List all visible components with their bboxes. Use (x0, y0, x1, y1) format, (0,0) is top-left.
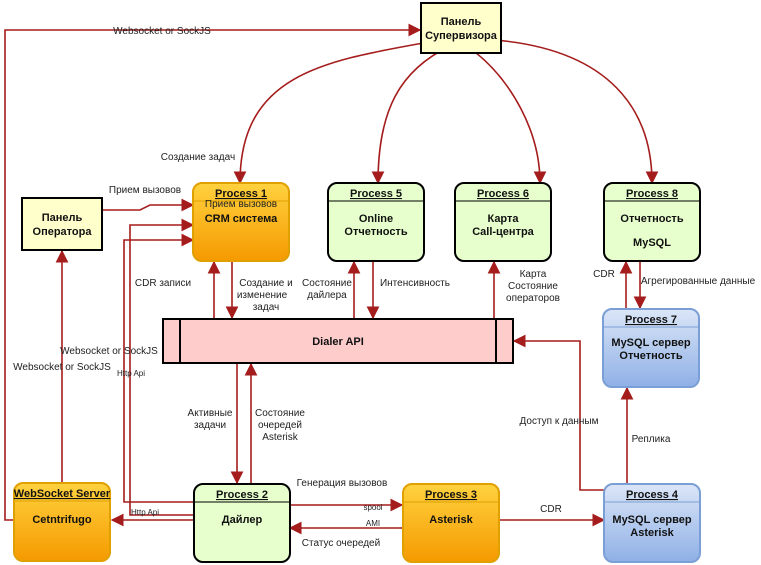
edge-operator-p1 (102, 198, 195, 212)
process-8-line1: Отчетность (620, 213, 683, 225)
label-map-2: Состояние (508, 281, 558, 292)
process-6-title: Process 6 (477, 188, 529, 200)
process-4-line1: MySQL сервер (612, 514, 691, 526)
process-1-crm[interactable]: Process 1 Прием вызовов CRM система (192, 182, 290, 262)
label-dialer-state-1: Состояние (302, 278, 352, 289)
process-2-title: Process 2 (216, 489, 268, 501)
process-8-mysql-reports[interactable]: Process 8 Отчетность MySQL (603, 182, 701, 262)
label-dialer-state-2: дайлера (307, 290, 347, 301)
label-create-change-3: задач (253, 302, 280, 313)
label-create-task: Создание задач (161, 152, 235, 163)
edge-supervisor-p1 (233, 35, 442, 185)
label-data-access: Доступ к данным (520, 416, 599, 427)
label-active-2: задачи (194, 420, 226, 431)
process-1-title: Process 1 (215, 188, 267, 200)
process-4-title: Process 4 (626, 489, 679, 501)
process-1-line1: Прием вызовов (205, 199, 277, 210)
process-6-line2: Call-центра (472, 226, 534, 238)
supervisor-panel[interactable]: Панель Супервизора (420, 2, 502, 54)
label-ws-sock-2: Websocket or SockJS (13, 362, 111, 373)
edge-p2-p1-httpapi (129, 218, 195, 516)
process-4-mysql-asterisk[interactable]: Process 4 MySQL сервер Asterisk (603, 483, 701, 563)
process-1-line2: CRM система (205, 213, 278, 225)
operator-line2: Оператора (33, 226, 93, 238)
process-3-title: Process 3 (425, 489, 477, 501)
dialer-api[interactable]: Dialer API (162, 318, 514, 364)
label-gen-calls: Генерация вызовов (297, 478, 388, 489)
process-8-title: Process 8 (626, 188, 678, 200)
label-queue-status: Статус очередей (302, 538, 380, 549)
process-7-line1: MySQL сервер (611, 337, 690, 349)
process-5-title: Process 5 (350, 188, 402, 200)
edge-p4-dialer (512, 334, 605, 491)
label-aggregated: Агрегированные данные (641, 276, 756, 287)
websocket-server[interactable]: WebSocket Server Cetntrifugo (13, 482, 111, 562)
process-5-line2: Отчетность (344, 226, 407, 238)
websocket-server-title: WebSocket Server (14, 488, 111, 500)
label-http-api-horizontal: Http Api (131, 508, 159, 517)
supervisor-line1: Панель (441, 16, 482, 28)
process-4-line2: Asterisk (630, 527, 674, 539)
process-5-line1: Online (359, 213, 393, 225)
label-create-change-1: Создание и (239, 278, 292, 289)
process-8-line2: MySQL (633, 237, 671, 249)
supervisor-line2: Супервизора (425, 30, 498, 42)
dialer-api-label: Dialer API (312, 336, 364, 348)
label-queue-3: Asterisk (262, 432, 299, 443)
edge-ws-supervisor (4, 23, 422, 521)
label-cdr-records: CDR записи (135, 278, 191, 289)
process-2-dialer[interactable]: Process 2 Дайлер (193, 483, 291, 563)
label-http-api-vertical: Http Api (117, 369, 145, 378)
label-create-change-2: изменение (237, 290, 288, 301)
edge-supervisor-p6 (474, 51, 547, 185)
label-cdr-p3: CDR (540, 504, 562, 515)
process-7-line2: Отчетность (619, 350, 682, 362)
process-3-asterisk[interactable]: Process 3 Asterisk (402, 483, 500, 563)
operator-panel[interactable]: Панель Оператора (21, 197, 103, 251)
edge-supervisor-p5 (371, 45, 451, 185)
label-active-1: Активные (188, 408, 233, 419)
label-ws-top: Websocket or SockJS (113, 26, 211, 37)
process-2-line1: Дайлер (222, 514, 263, 526)
process-5-online-reports[interactable]: Process 5 Online Отчетность (327, 182, 425, 262)
process-6-line1: Карта (487, 213, 519, 225)
edge-supervisor-p8 (494, 39, 659, 185)
label-map-3: операторов (506, 293, 560, 304)
process-6-call-center-map[interactable]: Process 6 Карта Call-центра (454, 182, 552, 262)
label-intensity: Интенсивность (380, 278, 450, 289)
process-7-title: Process 7 (625, 314, 677, 326)
label-map-1: Карта (520, 269, 547, 280)
process-3-line1: Asterisk (429, 514, 473, 526)
process-7-mysql-reports-server[interactable]: Process 7 MySQL сервер Отчетность (602, 308, 700, 388)
label-receive-calls: Прием вызовов (109, 185, 181, 196)
label-ws-sock-1: Websocket or SockJS (60, 346, 158, 357)
label-queue-1: Состояние (255, 408, 305, 419)
label-ami: AMI (366, 519, 380, 528)
label-spool: spool (363, 503, 382, 512)
label-replica: Реплика (632, 434, 671, 445)
label-cdr-p8: CDR (593, 269, 615, 280)
label-queue-2: очередей (258, 420, 302, 431)
websocket-server-line1: Cetntrifugo (32, 514, 92, 526)
operator-line1: Панель (42, 212, 83, 224)
edge-p1-http (123, 233, 195, 503)
